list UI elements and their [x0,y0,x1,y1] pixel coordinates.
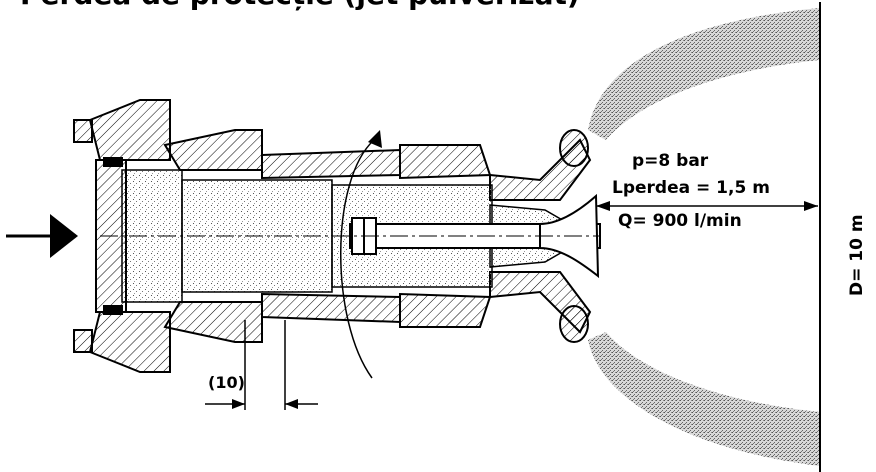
diameter-label: D= 10 m [847,214,867,296]
dimension-mark [205,320,318,410]
flow-label: Q= 900 l/min [618,211,742,231]
diagram-title: Perdea de protecție (jet pulverizat) [20,0,580,11]
pressure-label: p=8 bar [632,151,709,171]
rotation-arrow [340,130,382,379]
spray-pattern [588,8,820,466]
curtain-length-arrow [596,201,818,211]
dimension-label: (10) [208,373,245,392]
flow-arrow [6,214,78,258]
curtain-length-label: Lperdea = 1,5 m [612,178,770,198]
